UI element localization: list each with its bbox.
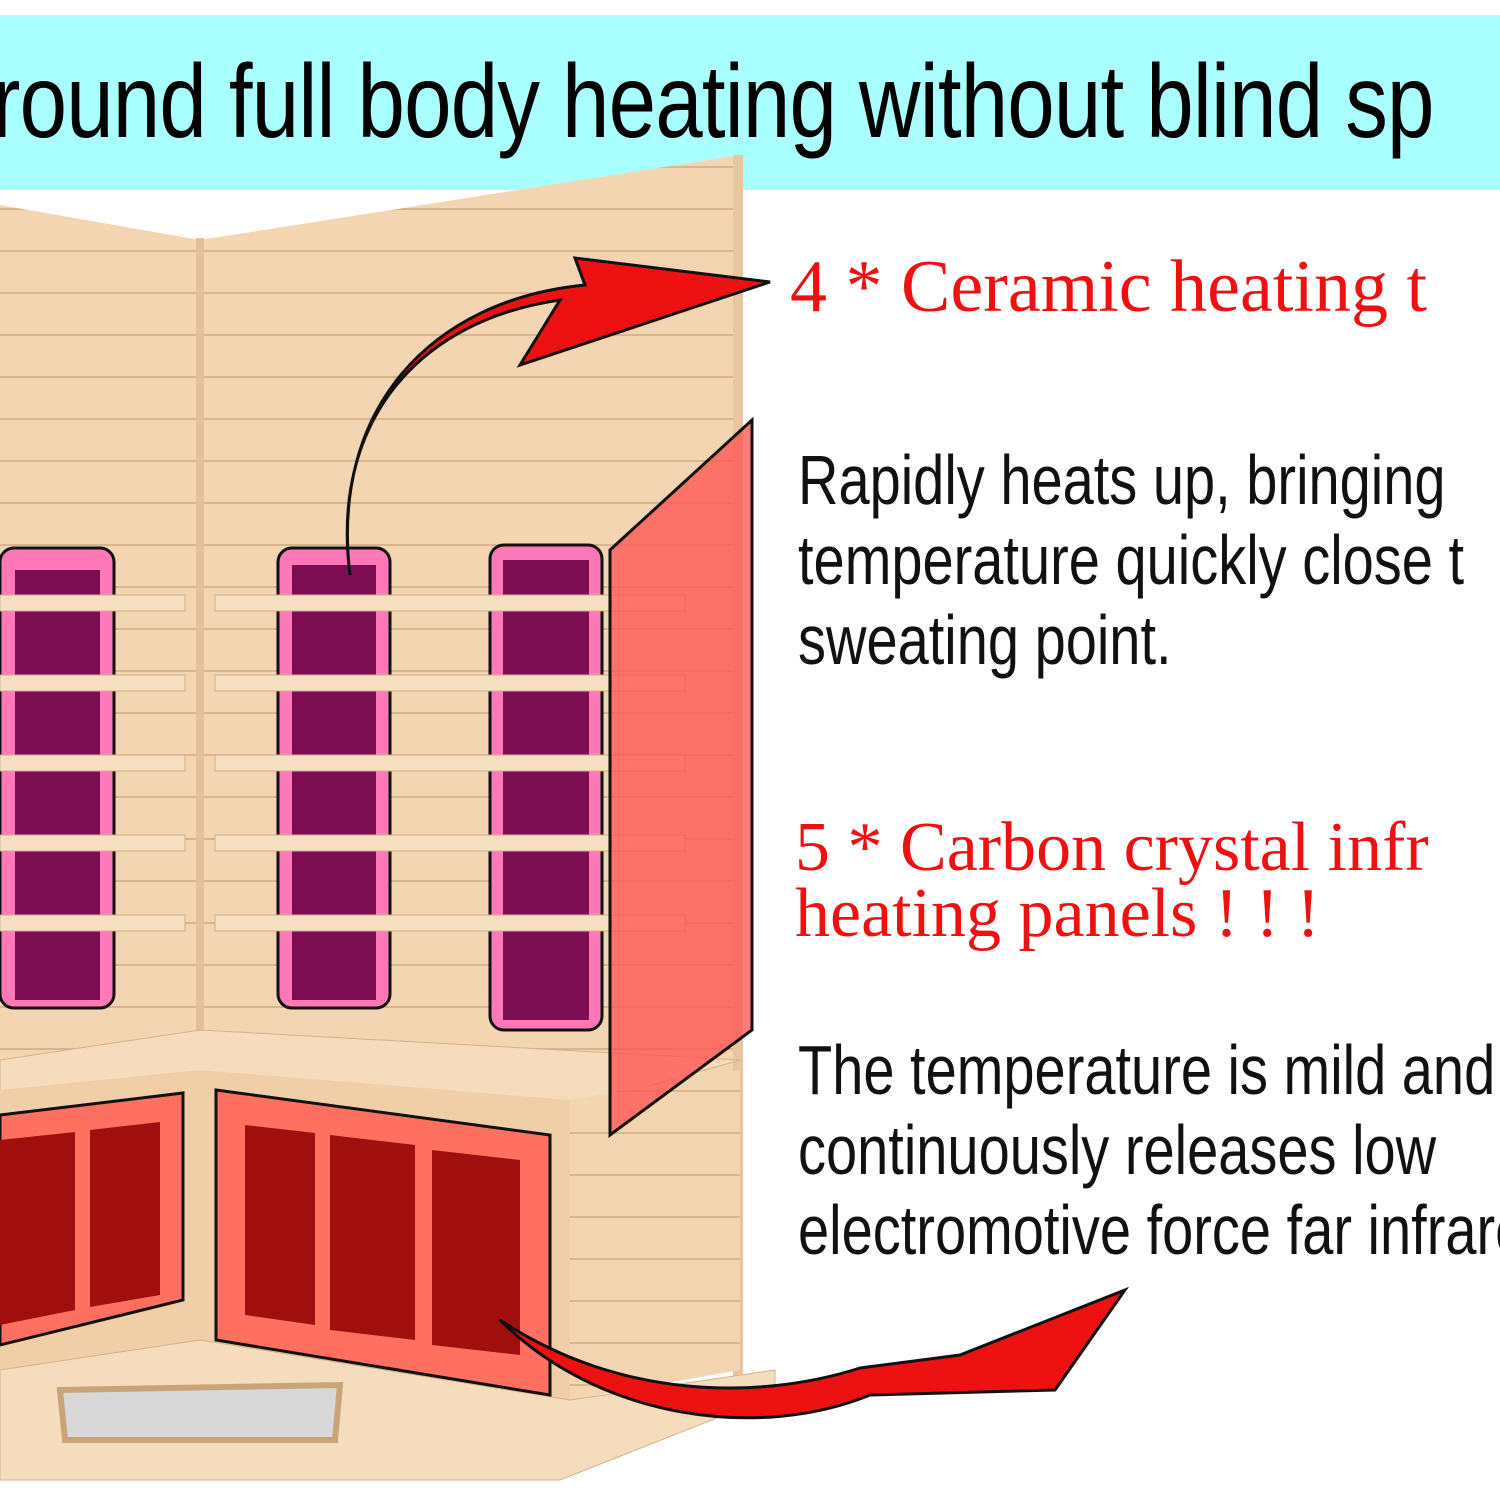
ceramic-heading: 4 * Ceramic heating t [790,246,1428,328]
ceramic-description: Rapidly heats up, bringing temperature q… [798,440,1464,680]
banner-title: round full body heating without blind sp [0,44,1434,160]
text-line: temperature quickly close t [798,521,1465,599]
text-line: continuously releases low [798,1111,1437,1189]
ceramic-panel [0,546,116,1010]
text-line: Rapidly heats up, bringing [798,441,1446,519]
ceramic-panel [488,543,604,1032]
carbon-heading: 5 * Carbon crystal infr heating panels !… [795,809,1429,952]
floor [0,1339,776,1481]
carbon-description: The temperature is mild and it continuou… [798,1030,1500,1270]
arrow-up-icon [345,256,771,576]
heading-line: 5 * Carbon crystal infr [795,809,1429,886]
carbon-panel [0,1091,185,1347]
text-line: electromotive force far infrarec [798,1191,1500,1269]
ceramic-panel [276,546,392,1010]
heading-line: heating panels ! ! ! [795,875,1320,952]
carbon-panel [214,1088,552,1397]
text-line: The temperature is mild and it [798,1031,1500,1109]
title-banner: round full body heating without blind sp [0,15,1500,190]
text-line: sweating point. [798,601,1172,679]
arrow-down-icon [498,1286,1130,1420]
side-heating-panel [608,416,754,1138]
